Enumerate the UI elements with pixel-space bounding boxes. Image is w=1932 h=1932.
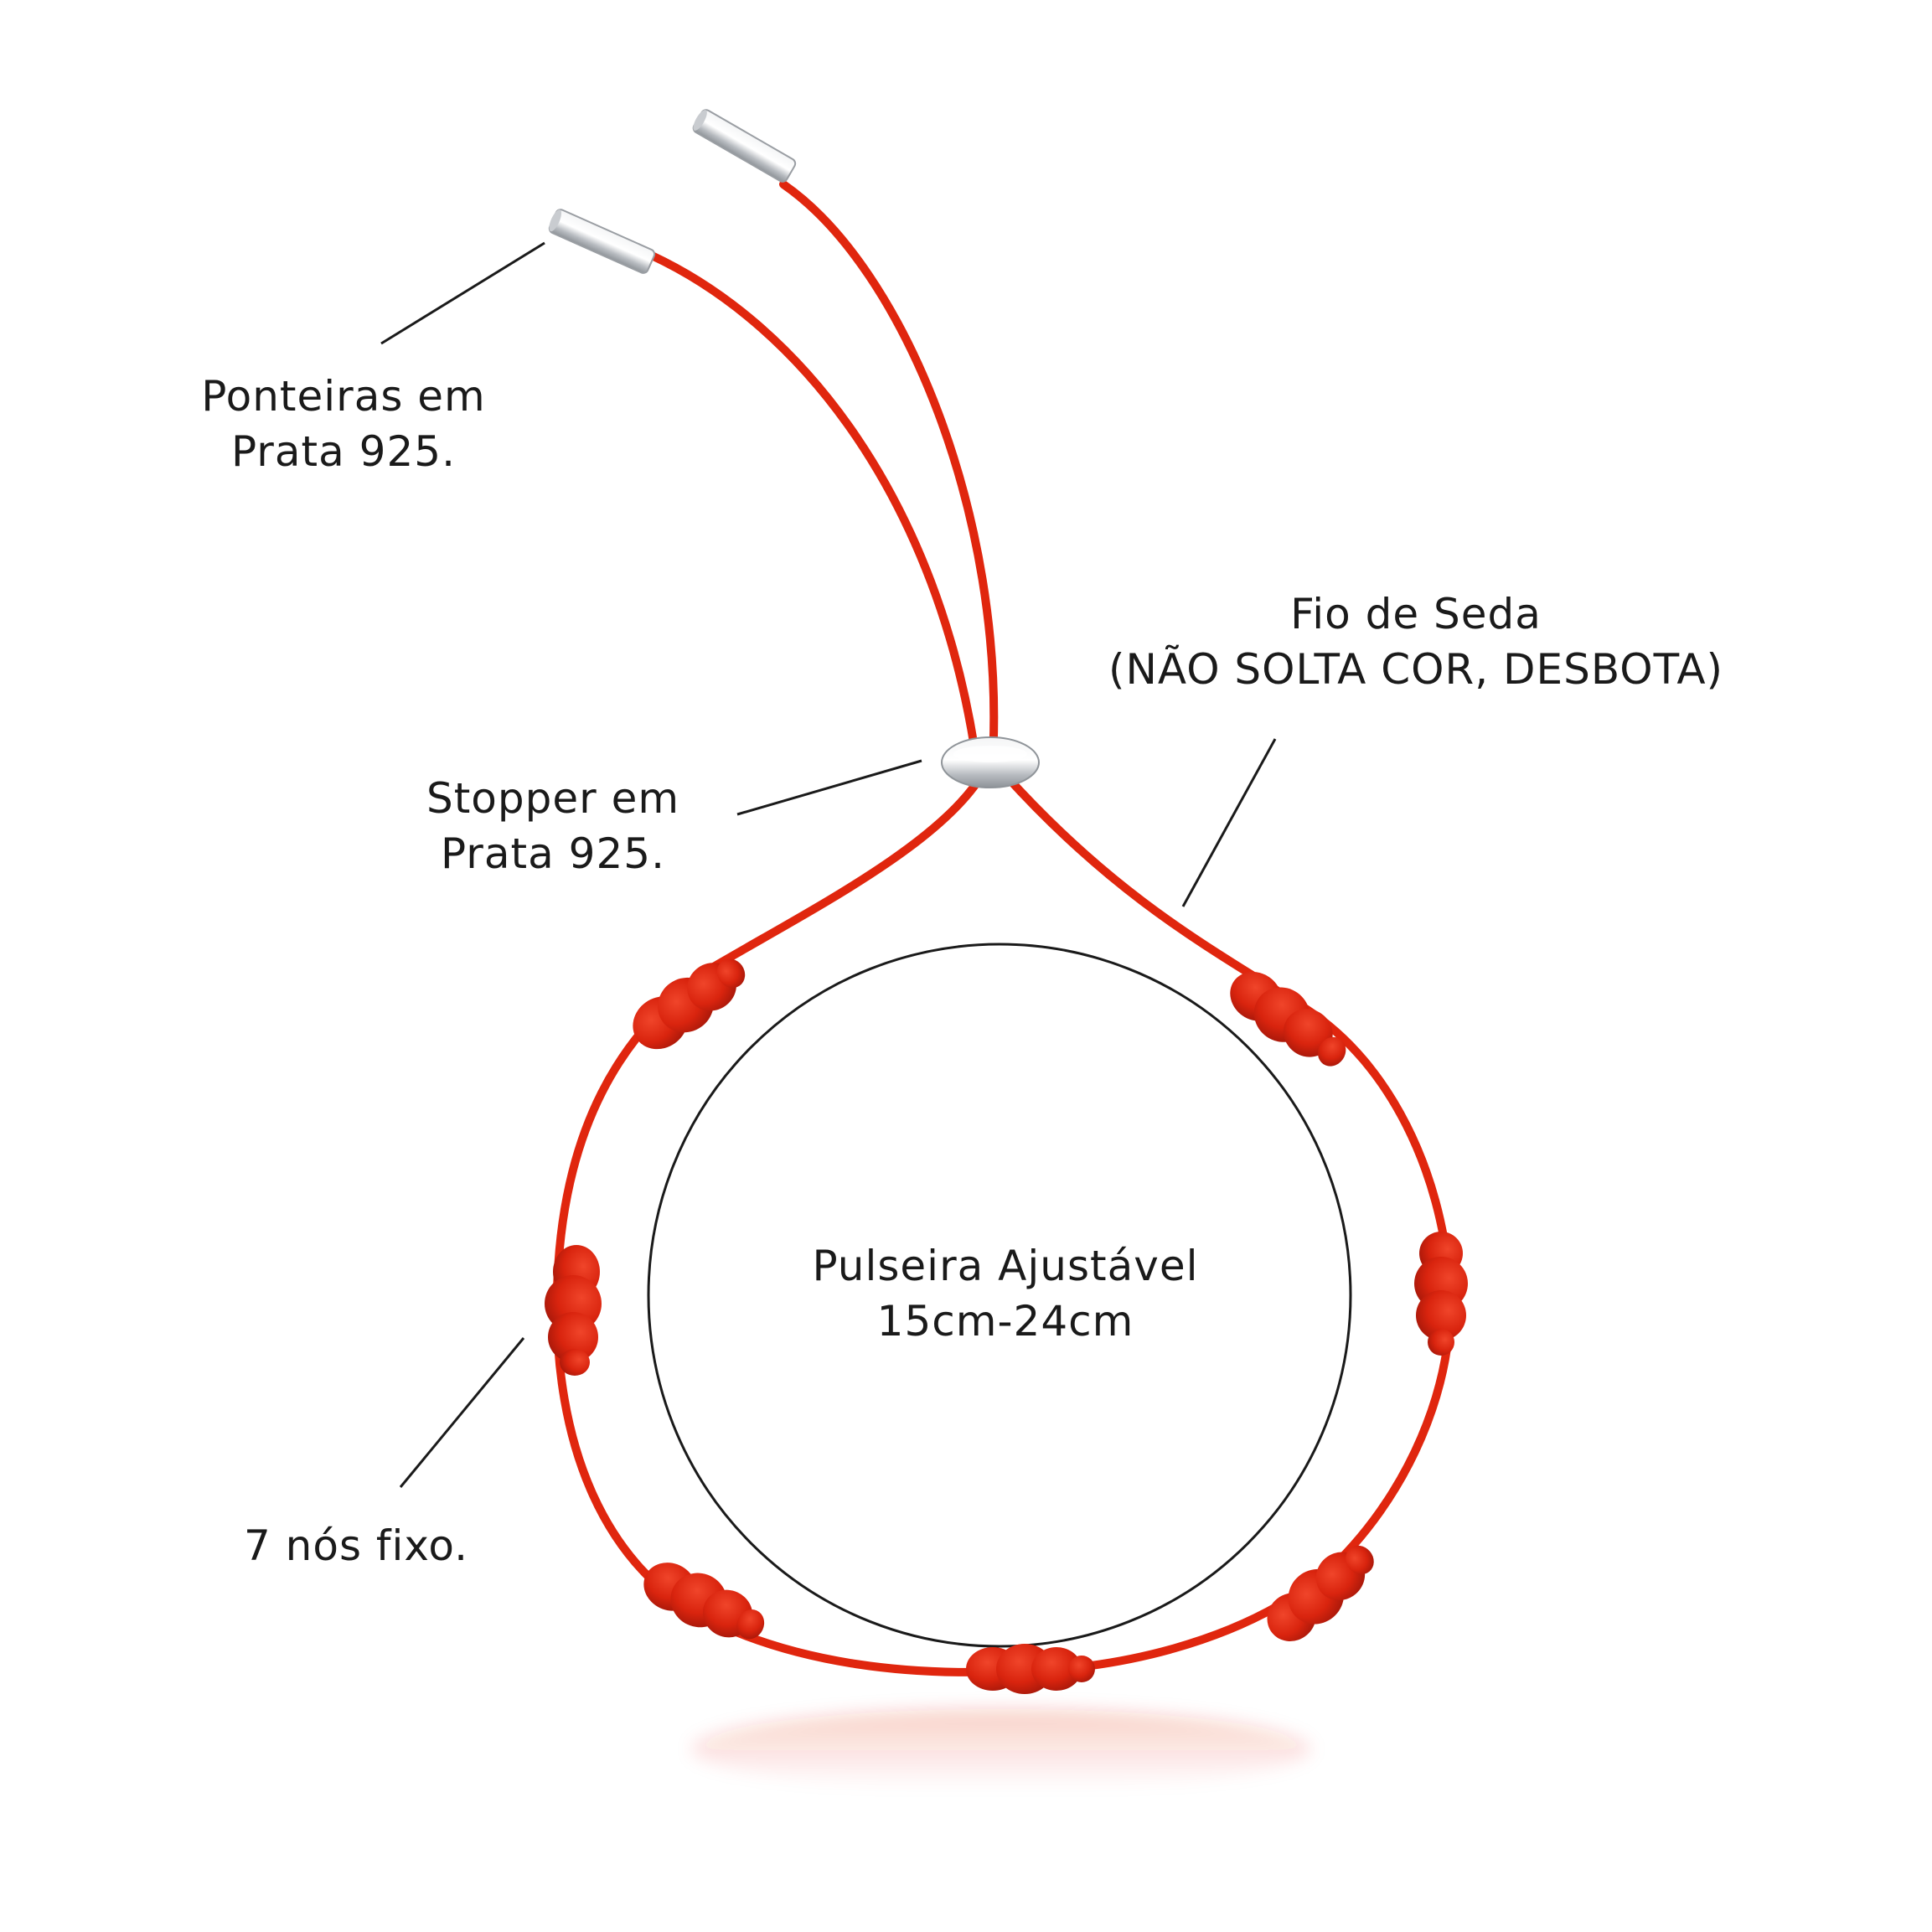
label-pulseira-ajustavel: Pulseira Ajustável 15cm-24cm	[737, 1238, 1273, 1349]
knot-icon	[1414, 1232, 1468, 1356]
leader-line-stopper	[736, 759, 922, 816]
silver-stopper-icon	[941, 736, 1040, 788]
label-ponteiras: Ponteiras em Prata 925.	[159, 369, 528, 479]
label-stopper-line2: Prata 925.	[441, 829, 665, 878]
label-fio-line1: Fio de Seda	[1290, 590, 1542, 638]
leader-line-fio	[1181, 738, 1277, 907]
label-stopper-line1: Stopper em	[426, 774, 680, 823]
leader-line-nos	[399, 1337, 525, 1488]
label-ponteiras-line1: Ponteiras em	[201, 372, 486, 421]
cord-loop	[552, 771, 1454, 1676]
knot-icon	[643, 1563, 765, 1640]
cord-strands	[648, 180, 999, 762]
label-ponteiras-line2: Prata 925.	[231, 427, 456, 476]
wrist-size-circle	[647, 943, 1352, 1648]
label-pulseira-line2: 15cm-24cm	[876, 1297, 1134, 1346]
silver-cord-tip-icon	[548, 109, 797, 274]
knot-icon	[966, 1644, 1095, 1694]
knot-icon	[1267, 1545, 1374, 1641]
label-pulseira-line1: Pulseira Ajustável	[812, 1242, 1199, 1290]
label-fio-line2: (NÃO SOLTA COR, DESBOTA)	[1108, 645, 1724, 694]
cord-reflection	[691, 1709, 1311, 1790]
leader-line-ponteiras	[380, 241, 545, 345]
knot-icon	[545, 1245, 602, 1376]
knot-icon	[633, 958, 746, 1050]
knots	[545, 958, 1468, 1694]
knot-icon	[1230, 971, 1346, 1067]
label-nos: 7 nós fixo.	[209, 1518, 503, 1573]
label-stopper: Stopper em Prata 925.	[369, 771, 737, 881]
label-nos-line1: 7 nós fixo.	[243, 1521, 469, 1570]
label-fio-de-seda: Fio de Seda (NÃO SOLTA COR, DESBOTA)	[1047, 586, 1785, 697]
